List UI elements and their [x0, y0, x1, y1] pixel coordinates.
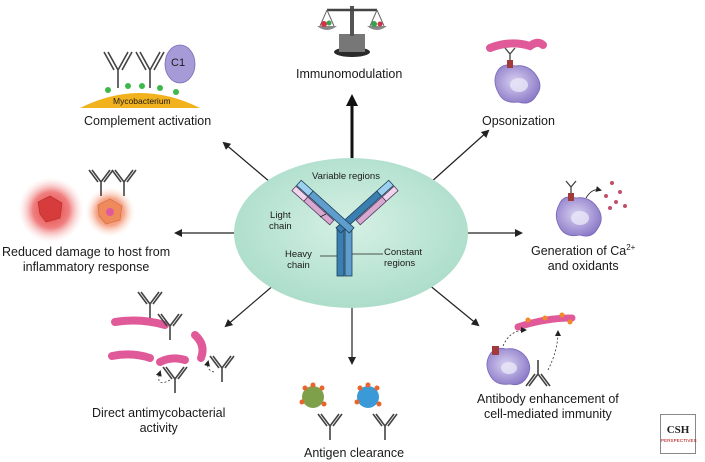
c1-label: C1: [171, 57, 186, 69]
generation-label: Generation of Ca2+and oxidants: [531, 243, 636, 274]
immunomodulation-label: Immunomodulation: [296, 67, 403, 81]
complement-art: [80, 44, 200, 108]
enhancement-art: [486, 312, 576, 387]
csh-perspectives-logo: CSH PERSPECTIVES: [660, 414, 697, 454]
opsonization-art: [486, 38, 547, 104]
direct-activity-art: [108, 291, 235, 394]
reduced-damage-art: [18, 169, 137, 243]
mycobacterium-label: Mycobacterium: [113, 96, 171, 106]
generation-art: [555, 180, 627, 237]
balance-scale-icon: [317, 6, 387, 57]
variable-regions-label: Variable regions: [312, 171, 380, 182]
arrow-direct: [224, 283, 276, 328]
opsonization-label: Opsonization: [482, 114, 555, 128]
arrow-complement: [222, 141, 271, 183]
antigen-clearance-art: [299, 382, 398, 441]
arrows: [174, 94, 523, 365]
complement-activation-label: Complement activation: [84, 114, 212, 128]
antigen-clearance-label: Antigen clearance: [304, 446, 405, 460]
central-antibody: [291, 179, 399, 277]
arrow-enhancement: [427, 283, 480, 327]
arrow-opsonization: [429, 129, 490, 184]
